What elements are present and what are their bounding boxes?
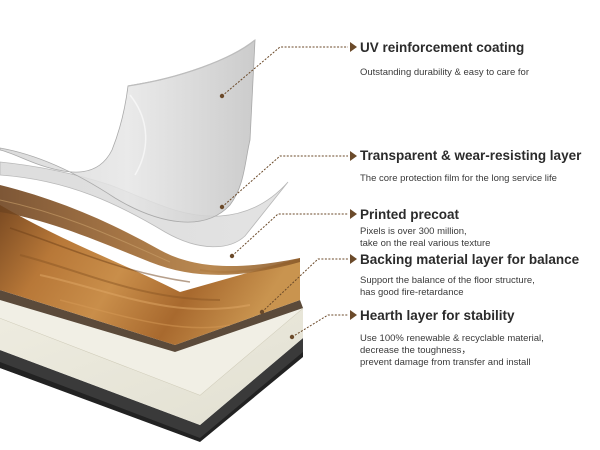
leader-line-backing	[261, 258, 348, 313]
leader-dots	[219, 93, 295, 340]
bullet-arrow-hearth	[350, 310, 357, 320]
leader-dot-wear	[219, 204, 225, 210]
layer-desc-printed-line: Pixels is over 300 million,	[360, 226, 467, 237]
layer-title-uv: UV reinforcement coating	[360, 40, 525, 55]
layer-desc-backing-line: has good fire-retardance	[360, 287, 464, 298]
wood-film-shape	[0, 185, 300, 275]
bullet-arrow-wear	[350, 151, 357, 161]
backing-layer-shape	[0, 290, 303, 352]
base-dark-layer	[0, 338, 303, 440]
layer-title-hearth: Hearth layer for stability	[360, 308, 515, 323]
bullet-arrow-backing	[350, 254, 357, 264]
bullet-arrow-printed	[350, 209, 357, 219]
layer-desc-uv: Outstanding durability & easy to care fo…	[360, 67, 529, 79]
layer-title-wear: Transparent & wear-resisting layer	[360, 148, 582, 163]
layer-desc-wear-line: The core protection film for the long se…	[360, 173, 557, 184]
leader-line-hearth	[291, 314, 348, 338]
layer-desc-printed: Pixels is over 300 million, take on the …	[360, 226, 490, 250]
layer-desc-hearth-line: decrease the toughness，	[360, 345, 471, 356]
layer-desc-uv-line: Outstanding durability & easy to care fo…	[360, 67, 529, 78]
layer-desc-hearth-line: prevent damage from transfer and install	[360, 357, 531, 368]
layer-title-printed: Printed precoat	[360, 207, 460, 222]
leader-line-wear	[221, 155, 348, 208]
leader-line-printed	[231, 213, 348, 257]
layer-desc-backing: Support the balance of the floor structu…	[360, 275, 535, 299]
uv-coating-shape	[0, 39, 256, 223]
leader-dot-printed	[229, 253, 235, 259]
leader-dot-backing	[259, 309, 265, 315]
leader-lines	[221, 46, 348, 338]
bullet-arrow-uv	[350, 42, 357, 52]
leader-dot-hearth	[289, 334, 295, 340]
layer-desc-wear: The core protection film for the long se…	[360, 173, 557, 185]
layer-desc-printed-line: take on the real various texture	[360, 238, 491, 249]
layer-title-backing: Backing material layer for balance	[360, 252, 580, 267]
bullet-arrows	[350, 42, 357, 320]
hearth-layer-shape	[0, 308, 303, 425]
layer-desc-backing-line: Support the balance of the floor structu…	[360, 275, 535, 286]
leader-line-uv	[221, 46, 348, 97]
leader-dot-uv	[219, 93, 225, 99]
layer-desc-hearth-line: Use 100% renewable & recyclable material…	[360, 333, 544, 344]
layer-desc-hearth: Use 100% renewable & recyclable material…	[360, 333, 544, 369]
printed-precoat-shape	[0, 205, 300, 345]
